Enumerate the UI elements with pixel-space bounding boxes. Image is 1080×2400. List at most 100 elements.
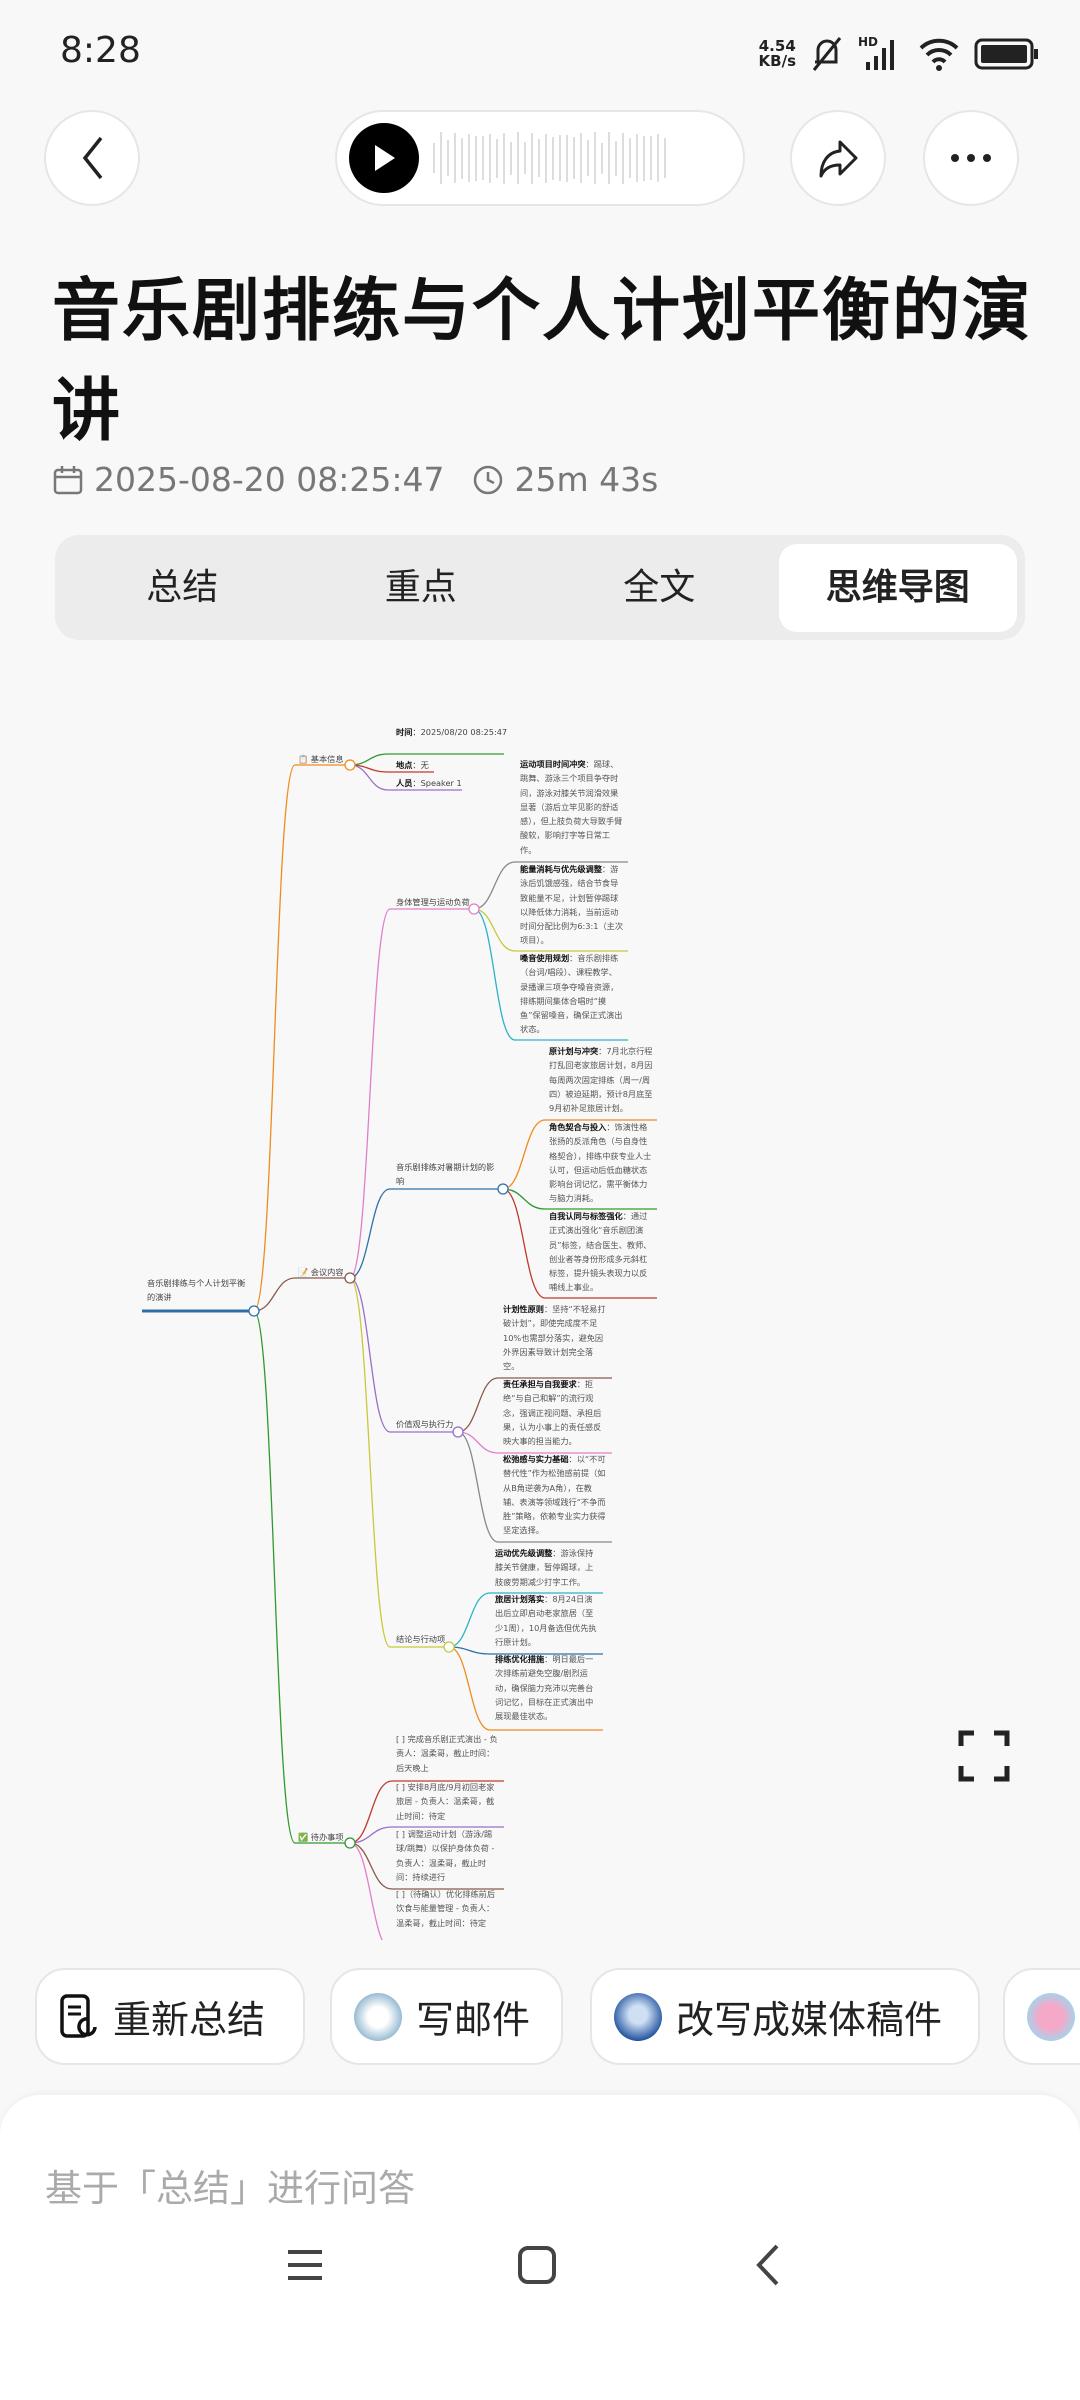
wifi-icon — [919, 38, 959, 71]
node-collapse-toggle[interactable] — [452, 1426, 464, 1438]
bell-muted-icon — [812, 37, 842, 71]
leaf-conclusion-1[interactable]: 运动优先级调整：游泳保持膝关节健康，暂停踢球，上肢疲劳期减少打字工作。 — [495, 1548, 594, 1587]
leaf-todo-4[interactable]: [ ]（待确认）优化排练前后饮食与能量管理 - 负责人：温柔哥，截止时间：待定 — [396, 1889, 496, 1928]
node-time[interactable]: 时间：2025/08/20 08:25:47 — [396, 727, 508, 737]
mindmap-edge — [349, 1780, 504, 1844]
share-icon — [819, 140, 858, 178]
more-action-button[interactable] — [1003, 1968, 1080, 2065]
mindmap-edge — [349, 1826, 504, 1844]
leaf-todo-1[interactable]: [ ] 完成音乐剧正式演出 - 负责人：温柔哥，截止时间：后天晚上 — [396, 1734, 498, 1773]
write-email-button[interactable]: 写邮件 — [330, 1968, 563, 2065]
mindmap-canvas[interactable]: 音乐剧排练与个人计划平衡的演讲 📋 基本信息 时间：2025/08/20 08:… — [0, 700, 1080, 1940]
node-body-management[interactable]: 身体管理与运动负荷 — [396, 897, 470, 907]
node-collapse-toggle[interactable] — [344, 759, 356, 771]
node-collapse-toggle[interactable] — [248, 1305, 260, 1317]
node-collapse-toggle[interactable] — [468, 903, 480, 915]
node-collapse-toggle[interactable] — [344, 1837, 356, 1849]
node-basic-info[interactable]: 📋 基本信息 — [298, 754, 344, 764]
page-title: 音乐剧排练与个人计划平衡的演讲 — [52, 272, 1033, 451]
leaf-todo-3[interactable]: [ ] 调整运动计划（游泳/踢球/跳舞）以保护身体负荷 - 负责人：温柔哥，截止… — [396, 1829, 495, 1882]
mindmap-edge — [349, 1842, 504, 1890]
leaf-values-2[interactable]: 责任承担与自我要求：拒绝“与自己和解”的流行观念，强调正视问题、承担后果，认为小… — [503, 1379, 602, 1447]
mindmap-edge — [457, 1431, 612, 1543]
leaf-values-3[interactable]: 松弛感与实力基础：以“不可替代性”作为松弛感前提（如从B角逆袭为A角），在教辅、… — [503, 1454, 606, 1536]
play-button[interactable] — [349, 123, 419, 193]
chevron-left-icon — [82, 136, 103, 180]
computer-icon — [614, 1992, 662, 2041]
audio-player[interactable] — [335, 110, 745, 206]
tab-highlights[interactable]: 重点 — [384, 566, 457, 608]
tab-transcript[interactable]: 全文 — [623, 566, 696, 608]
nav-back-icon[interactable] — [745, 2240, 795, 2290]
envelope-icon — [354, 1992, 402, 2041]
mindmap-edge — [349, 908, 474, 1279]
recording-duration: 25m 43s — [514, 460, 659, 499]
tab-mindmap[interactable]: 思维导图 — [778, 543, 1017, 632]
mindmap-edge — [473, 908, 628, 952]
back-button[interactable] — [44, 110, 140, 206]
leaf-values-1[interactable]: 计划性原则：坚持“不轻易打破计划”，即使完成度不足10%也需部分落实，避免因外界… — [503, 1304, 606, 1372]
mindmap-connectors — [142, 753, 657, 1940]
mindmap-edge — [457, 1377, 612, 1433]
mindmap-edge — [448, 1646, 603, 1655]
rewrite-media-button[interactable]: 改写成媒体稿件 — [590, 1968, 980, 2065]
qa-input[interactable]: 基于「总结」进行问答 — [45, 2167, 415, 2210]
mindmap-edge — [253, 1310, 350, 1844]
write-email-label: 写邮件 — [416, 1998, 531, 2042]
node-collapse-toggle[interactable] — [344, 1272, 356, 1284]
tab-summary[interactable]: 总结 — [146, 566, 219, 608]
mindmap-edge — [349, 1277, 449, 1648]
mindmap-edge — [448, 1646, 603, 1731]
cartoon-icon — [1027, 1992, 1075, 2041]
resummarize-icon — [60, 1993, 97, 2038]
resummarize-button[interactable]: 重新总结 — [35, 1968, 305, 2065]
resummarize-label: 重新总结 — [113, 1998, 266, 2042]
calendar-icon — [53, 465, 83, 494]
leaf-body-3[interactable]: 嗓音使用规划：音乐剧排练（台词/唱段）、课程教学、录播课三项争夺嗓音资源，排练期… — [520, 953, 623, 1035]
more-icon — [951, 154, 991, 162]
leaf-conclusion-3[interactable]: 排练优化措施：明日最后一次排练前避免空腹/剧烈运动，确保脑力充沛以完善台词记忆，… — [495, 1654, 594, 1722]
mindmap-edge — [473, 861, 628, 910]
nav-home-icon[interactable] — [512, 2240, 562, 2290]
mindmap-edge — [349, 1277, 458, 1433]
leaf-musical-2[interactable]: 角色契合与投入：饰演性格张扬的反派角色（与自身性格契合），排练中获专业人士认可，… — [549, 1122, 652, 1204]
mindmap-edge — [349, 1188, 503, 1279]
mindmap-edge — [502, 1119, 657, 1190]
more-button[interactable] — [923, 110, 1019, 206]
leaf-body-2[interactable]: 能量消耗与优先级调整：游泳后饥饿感强，结合节食导致能量不足，计划暂停踢球以降低体… — [520, 864, 624, 946]
recording-datetime: 2025-08-20 08:25:47 — [94, 460, 445, 499]
leaf-conclusion-2[interactable]: 旅居计划落实：8月24日演出后立即启动老家旅居（至少1周），10月备选但优先执行… — [495, 1594, 597, 1647]
mindmap-edge — [448, 1592, 603, 1648]
node-people[interactable]: 人员：Speaker 1 — [396, 778, 462, 788]
node-values[interactable]: 价值观与执行力 — [396, 1419, 454, 1429]
node-todo[interactable]: ✅ 待办事项 — [298, 1832, 344, 1842]
leaf-musical-3[interactable]: 自我认同与标签强化：通过正式演出强化“音乐剧团演员”标签，结合医生、教师、创业者… — [549, 1211, 652, 1293]
leaf-body-1[interactable]: 运动项目时间冲突：踢球、跳舞、游泳三个项目争夺时间，游泳对膝关节润滑效果显著（游… — [520, 759, 623, 855]
waveform-scrubber[interactable] — [433, 132, 666, 184]
mindmap-edge — [502, 1188, 657, 1299]
mindmap-root[interactable]: 音乐剧排练与个人计划平衡的演讲 — [147, 1278, 246, 1302]
view-tabs: 总结 重点 全文 思维导图 — [55, 535, 1025, 640]
fullscreen-icon[interactable] — [958, 1730, 1010, 1782]
mindmap-edge — [349, 1842, 383, 1940]
node-musical-impact[interactable]: 音乐剧排练对暑期计划的影响 — [396, 1162, 495, 1186]
node-conclusion[interactable]: 结论与行动项 — [396, 1634, 446, 1644]
battery-icon — [974, 38, 1038, 70]
leaf-todo-2[interactable]: [ ] 安排8月底/9月初回老家旅居 - 负责人：温柔哥，截止时间：待定 — [396, 1782, 495, 1821]
nav-menu-icon[interactable] — [280, 2240, 330, 2290]
node-place[interactable]: 地点：无 — [396, 760, 429, 770]
play-icon — [375, 145, 395, 171]
svg-text:HD: HD — [858, 35, 878, 49]
node-collapse-toggle[interactable] — [497, 1183, 509, 1195]
signal-icon: HD — [858, 35, 894, 70]
leaf-musical-1[interactable]: 原计划与冲突：7月北京行程打乱回老家旅居计划，8月因每周两次固定排练（周一/周四… — [549, 1046, 653, 1114]
node-collapse-toggle[interactable] — [443, 1641, 455, 1653]
mindmap-edge — [253, 1277, 350, 1312]
mindmap-edge — [502, 1188, 657, 1210]
clock-icon — [474, 465, 503, 494]
share-button[interactable] — [790, 110, 886, 206]
node-meeting-content[interactable]: 📝 会议内容 — [298, 1267, 344, 1277]
recording-meta: 2025-08-20 08:25:47 25m 43s — [52, 460, 658, 499]
